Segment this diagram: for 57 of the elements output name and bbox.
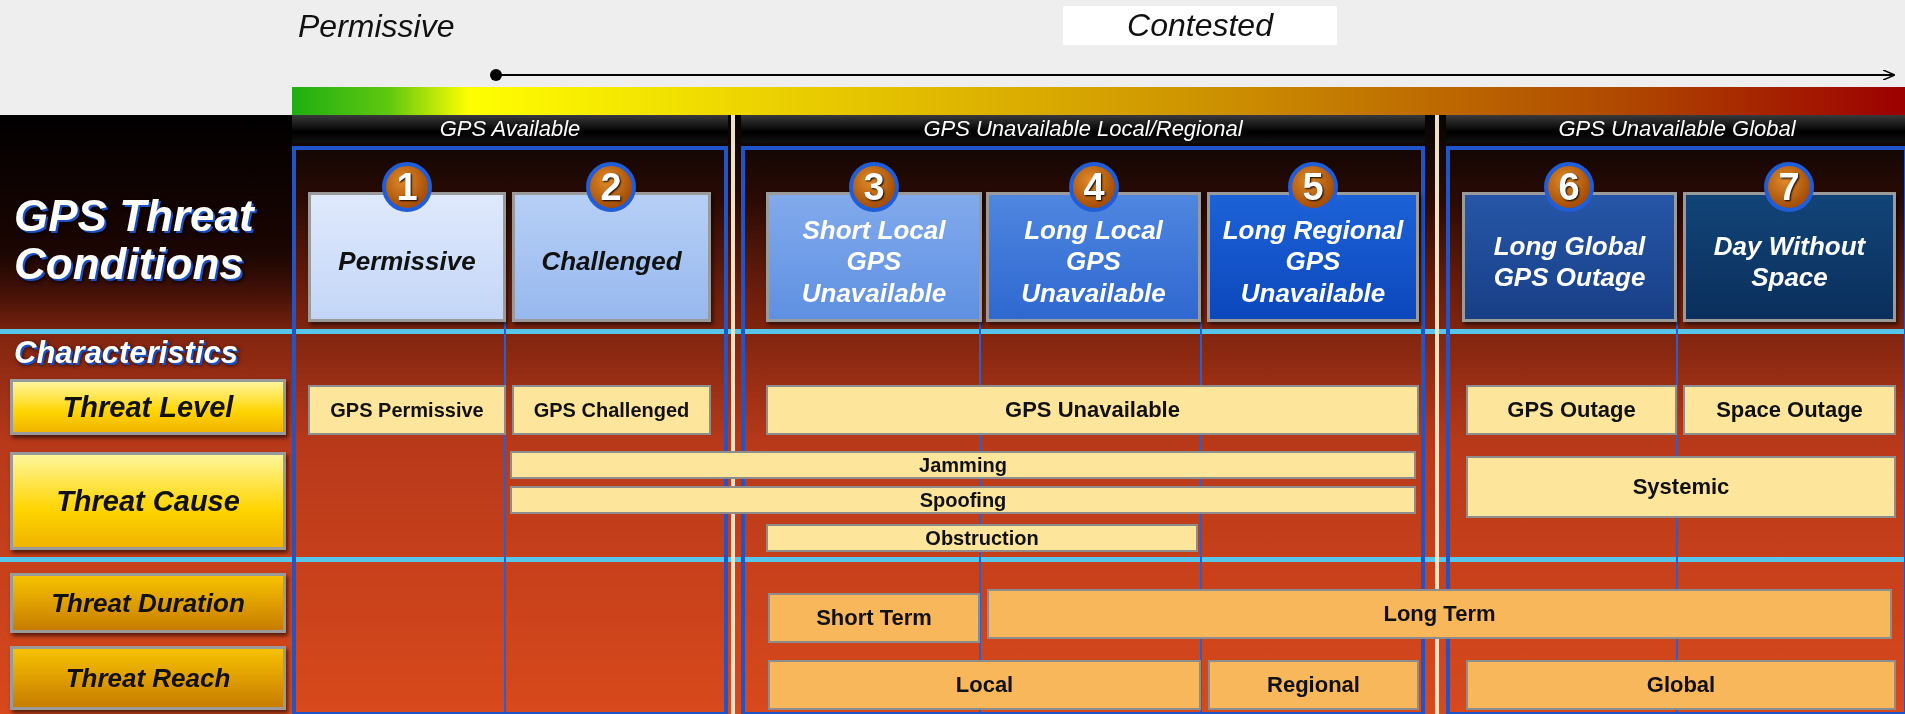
- condition-label: Long Regional GPS Unavailable: [1221, 215, 1405, 309]
- characteristic-label: Long Term: [1383, 601, 1496, 627]
- characteristic-bar: [1466, 385, 1677, 435]
- condition-label: Long Global GPS Outage: [1492, 230, 1647, 294]
- row-header: [10, 379, 286, 435]
- row-header: [10, 646, 286, 710]
- condition-number: 1: [396, 168, 418, 206]
- characteristic-label: GPS Challenged: [533, 399, 690, 421]
- condition-label: Long Local GPS Unavailable: [1020, 215, 1167, 309]
- condition-label: Day Without Space: [1712, 230, 1867, 294]
- condition-number: 3: [863, 168, 885, 206]
- characteristic-bar: [1208, 660, 1419, 710]
- characteristic-label: Global: [1646, 672, 1716, 698]
- row-header-label: Threat Duration: [51, 587, 245, 619]
- row-header-label: Threat Level: [62, 390, 234, 424]
- characteristic-label: GPS Outage: [1507, 397, 1636, 423]
- condition-number: 4: [1083, 168, 1105, 206]
- characteristic-bar: [1466, 660, 1896, 710]
- characteristic-bar: [766, 385, 1419, 435]
- characteristic-label: Space Outage: [1716, 397, 1863, 423]
- section-header: GPS Available: [292, 115, 728, 143]
- condition-number: 6: [1558, 168, 1580, 206]
- characteristic-label: Spoofing: [919, 489, 1007, 511]
- characteristic-label: GPS Unavailable: [1005, 397, 1180, 423]
- characteristic-label: GPS Permissive: [330, 399, 484, 421]
- condition-number: 5: [1302, 168, 1324, 206]
- characteristic-bar: [768, 593, 980, 643]
- characteristic-bar: [510, 451, 1416, 479]
- characteristic-bar: [512, 385, 711, 435]
- characteristic-bar: [1466, 456, 1896, 518]
- row-header: [10, 452, 286, 550]
- characteristic-bar: [510, 486, 1416, 514]
- section-header: GPS Unavailable Local/Regional: [741, 115, 1425, 143]
- row-header-label: Threat Cause: [56, 484, 240, 518]
- characteristic-bar: [308, 385, 506, 435]
- characteristic-bar: [1683, 385, 1896, 435]
- scale-label: Permissive: [298, 8, 455, 45]
- characteristic-bar: [768, 660, 1201, 710]
- section-title: Characteristics: [14, 335, 238, 371]
- characteristic-label: Local: [955, 672, 1014, 698]
- section-header: GPS Unavailable Global: [1446, 115, 1905, 143]
- characteristic-label: Jamming: [919, 454, 1007, 476]
- condition-label: Permissive: [338, 246, 476, 278]
- condition-number: 7: [1778, 168, 1800, 206]
- condition-number: 2: [600, 168, 622, 206]
- characteristic-bar: [766, 524, 1198, 552]
- condition-label: Challenged: [541, 246, 682, 278]
- characteristic-bar: [987, 589, 1892, 639]
- row-header-label: Threat Reach: [65, 662, 231, 694]
- scale-label: Contested: [1063, 6, 1337, 45]
- row-header: [10, 573, 286, 633]
- condition-label: Short Local GPS Unavailable: [800, 215, 948, 309]
- diagram-title: GPS Threat Conditions: [14, 192, 256, 289]
- characteristic-label: Systemic: [1632, 474, 1730, 500]
- characteristic-label: Obstruction: [925, 527, 1039, 549]
- characteristic-label: Short Term: [816, 605, 932, 631]
- characteristic-label: Regional: [1267, 672, 1360, 698]
